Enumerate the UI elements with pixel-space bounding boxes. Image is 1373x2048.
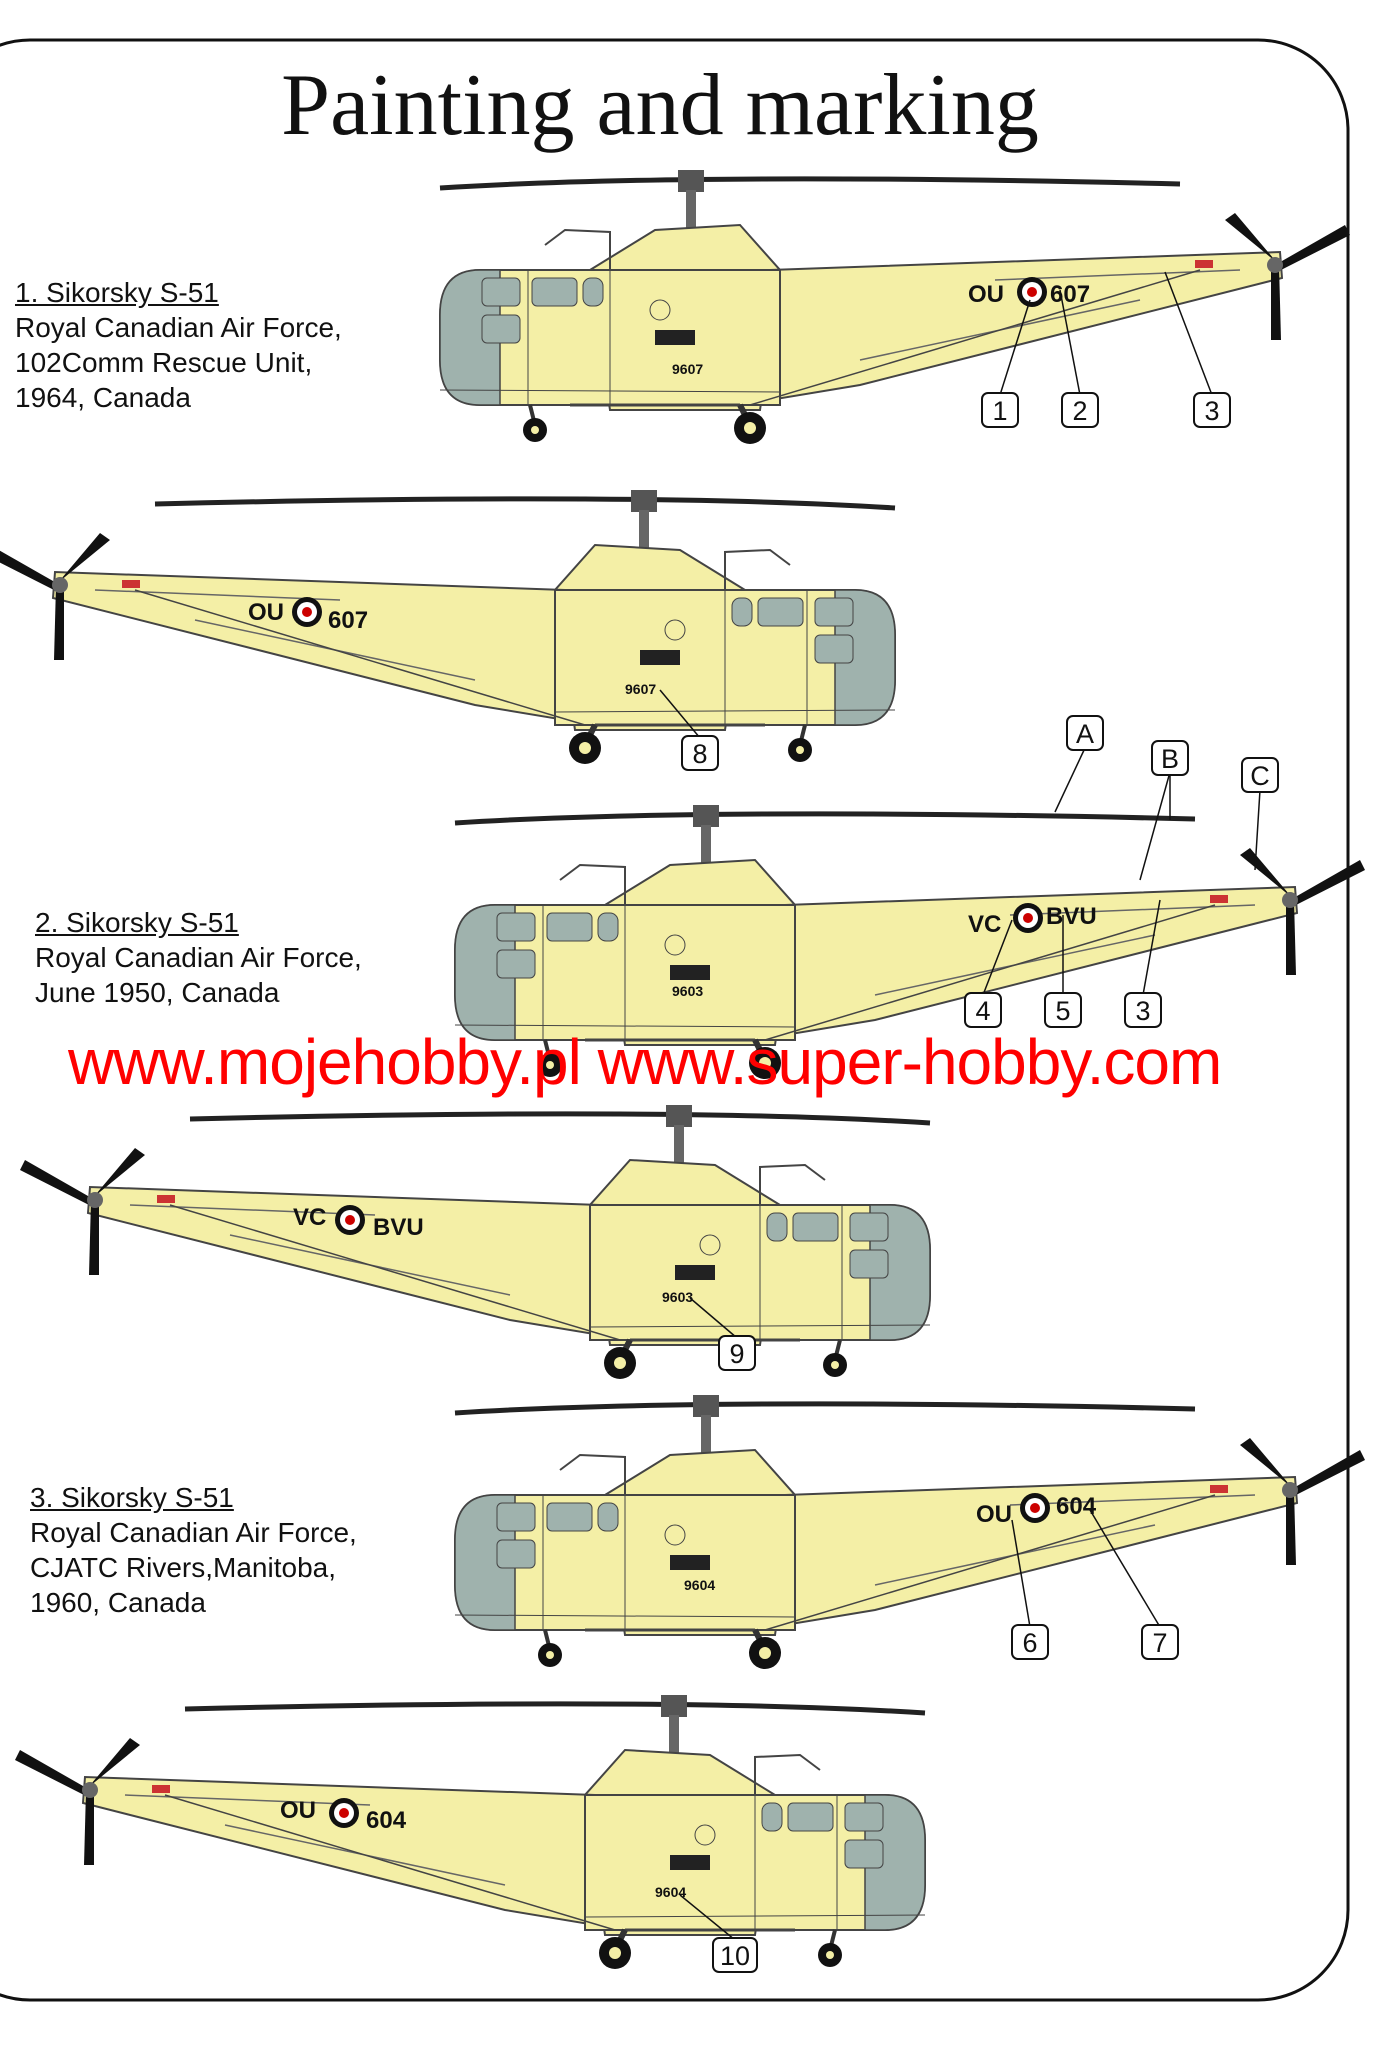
aircraft-number: 604 [1056,1493,1097,1520]
variant-line: CJATC Rivers,Manitoba, [30,1552,337,1583]
variant-heading: 2. Sikorsky S-51 [35,907,239,938]
serial: 9603 [662,1289,693,1305]
callout-label: 1 [992,396,1007,426]
callout-label: C [1250,761,1270,791]
variant-3-label: 3. Sikorsky S-51 Royal Canadian Air Forc… [30,1480,357,1620]
helicopter-1-right-view [0,490,895,764]
aircraft-number: 607 [328,607,368,634]
serial: 9607 [672,361,703,377]
callout-label: 2 [1072,396,1087,426]
serial: 9603 [672,983,703,999]
variant-heading: 1. Sikorsky S-51 [15,277,219,308]
callout-label: 6 [1022,1628,1037,1658]
serial: 9607 [625,681,656,697]
variant-line: June 1950, Canada [35,977,280,1008]
callout-label: 9 [729,1339,744,1369]
aircraft-number: BVU [373,1214,424,1241]
callout-label: B [1161,744,1179,774]
callout-label: 5 [1055,996,1070,1026]
roundel-icon [329,1798,359,1828]
variant-line: 1964, Canada [15,382,191,413]
variant-1-label: 1. Sikorsky S-51 Royal Canadian Air Forc… [15,275,342,415]
code-letters: OU [968,281,1004,308]
serial: 9604 [684,1577,715,1593]
helicopter-3-left-view [455,1395,1365,1669]
variant-line: 1960, Canada [30,1587,206,1618]
roundel-icon [1017,277,1047,307]
code-letters: OU [976,1501,1012,1528]
helicopter-2-right-view [20,1105,930,1379]
page-title: Painting and marking [281,57,1039,154]
callout-label: 8 [692,739,707,769]
variant-2-label: 2. Sikorsky S-51 Royal Canadian Air Forc… [35,905,362,1010]
aircraft-number: 604 [366,1807,407,1834]
callout-label: 4 [975,996,990,1026]
helicopter-3-right-view [15,1695,925,1969]
page-border [0,38,1350,2002]
callout-group: 1 2 3 8 A B C 4 5 3 9 6 7 10 [681,392,1279,1973]
aircraft-number: 607 [1050,281,1090,308]
callout-label: 3 [1204,396,1219,426]
serial: 9604 [655,1884,686,1900]
callout-label: 3 [1135,996,1150,1026]
roundel-icon [1013,903,1043,933]
code-letters: VC [293,1204,326,1231]
callout-label: 7 [1152,1628,1167,1658]
code-letters: OU [280,1797,316,1824]
aircraft-number: BVU [1046,903,1097,930]
roundel-icon [335,1205,365,1235]
variant-heading: 3. Sikorsky S-51 [30,1482,234,1513]
callout-label: A [1076,719,1094,749]
callout-label: 10 [720,1941,750,1971]
variant-line: 102Comm Rescue Unit, [15,347,313,378]
variant-line: Royal Canadian Air Force, [35,942,362,973]
roundel-icon [292,597,322,627]
code-letters: VC [968,911,1001,938]
variant-line: Royal Canadian Air Force, [30,1517,357,1548]
roundel-icon [1020,1493,1050,1523]
variant-line: Royal Canadian Air Force, [15,312,342,343]
watermark: www.mojehobby.pl www.super-hobby.com [68,1026,1222,1098]
code-letters: OU [248,599,284,626]
